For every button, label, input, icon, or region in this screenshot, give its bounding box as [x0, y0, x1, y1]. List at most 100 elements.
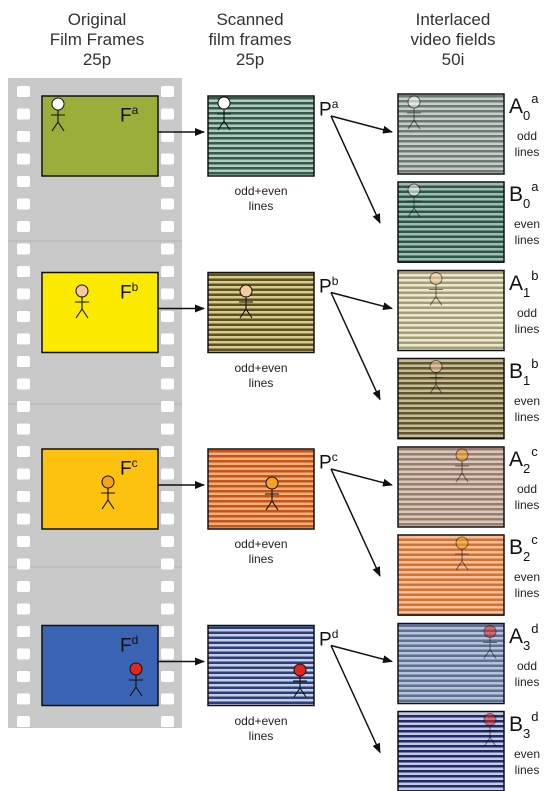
video-field [397, 181, 505, 263]
sprocket-hole [161, 491, 174, 502]
stripe-line [208, 636, 314, 639]
sprocket-hole [17, 468, 30, 480]
stripe-line [208, 515, 314, 518]
stick-figure-head [429, 360, 443, 373]
sprocket-hole [161, 108, 174, 120]
stripe-line [398, 735, 504, 738]
sprocket-hole [17, 693, 30, 705]
sprocket-hole [161, 86, 174, 97]
stripe-line [398, 382, 504, 385]
stick-figure-body [407, 108, 421, 130]
caption-line: lines [514, 145, 540, 159]
caption-line: even [513, 746, 541, 761]
stripe-line [398, 568, 504, 571]
sprocket-hole [17, 716, 30, 727]
stripe-line [208, 475, 314, 478]
stick-figure-body [455, 461, 469, 483]
arrow-even-field [330, 468, 381, 577]
stripe-line [208, 520, 314, 523]
stripe-line [398, 573, 504, 576]
stick-figure-head [407, 183, 421, 197]
stripe-line [398, 745, 504, 748]
stripe-line [398, 508, 504, 511]
stripe-line [398, 588, 504, 591]
stripe-line [208, 107, 314, 110]
sprocket-hole [17, 131, 30, 142]
stripe-line [208, 490, 314, 493]
stripe-line [208, 152, 314, 155]
field-subscript: 1 [523, 284, 531, 300]
field-subscript: 0 [523, 108, 531, 123]
stripe-line [398, 639, 504, 642]
sprocket-hole [161, 536, 174, 547]
stripe-line [208, 308, 314, 311]
caption-line: odd+even [234, 360, 288, 375]
sprocket-hole [17, 176, 30, 187]
stripe-line [398, 235, 504, 238]
stripe-line [398, 402, 504, 405]
stripe-line [398, 346, 504, 349]
box-border [397, 181, 505, 263]
stripe-line [398, 276, 504, 279]
stripe-line [398, 316, 504, 319]
stripe-line [398, 750, 504, 753]
field-letter: A [509, 448, 524, 471]
stick-figure-body [429, 372, 443, 394]
caption-line: lines [248, 375, 274, 390]
stripe-line [398, 543, 504, 546]
stripe-line [208, 681, 314, 684]
sprocket-hole [161, 266, 174, 277]
stripe-line [208, 303, 314, 306]
stripe-line [208, 162, 314, 165]
box-border [397, 93, 505, 175]
stripe-line [398, 306, 504, 309]
stripe-line [398, 740, 504, 743]
sprocket-hole [17, 153, 30, 165]
field-letter: A [509, 271, 524, 295]
stripe-line [398, 448, 504, 451]
stripe-line [398, 548, 504, 551]
sprocket-hole [17, 311, 30, 322]
sprocket-hole [161, 176, 174, 187]
stripe-line [398, 190, 504, 193]
stick-figure-head [455, 448, 469, 462]
video-field [397, 357, 505, 440]
stick-figure-body [483, 637, 497, 659]
stripe-line [398, 720, 504, 723]
stripe-line [208, 167, 314, 170]
stripe-line [398, 583, 504, 586]
stripe-line [208, 127, 314, 130]
caption-line: odd [516, 482, 538, 496]
box-border [397, 269, 505, 352]
field-letter: B [509, 359, 524, 383]
film-frame-label: Fa [120, 100, 138, 126]
sprocket-hole [161, 356, 174, 367]
stripe-line [398, 689, 504, 692]
stripe-line [398, 780, 504, 783]
video-field-label: A0a [509, 91, 538, 123]
box-border [397, 622, 505, 705]
sprocket-hole [17, 198, 30, 210]
stripe-line [398, 558, 504, 561]
sprocket-hole [161, 131, 174, 142]
caption-line: odd [516, 129, 538, 143]
stick-figure-head [483, 713, 497, 726]
stripe-line [208, 298, 314, 301]
sprocket-hole [17, 626, 30, 637]
field-subscript: 3 [523, 725, 531, 741]
caption-line: lines [514, 498, 540, 512]
field-subscript: 0 [523, 196, 531, 211]
stick-figure-head [51, 97, 65, 111]
stripe-line [398, 468, 504, 471]
stripe-line [398, 598, 504, 601]
scanned-frame-label: Pd [319, 624, 338, 650]
stick-figure-body [51, 110, 65, 132]
sprocket-hole [161, 513, 174, 525]
stripe-line [208, 328, 314, 331]
stripe-line [398, 493, 504, 496]
field-letter: B [509, 536, 524, 559]
caption-line: even [513, 570, 541, 584]
arrow-odd-field [330, 468, 393, 487]
